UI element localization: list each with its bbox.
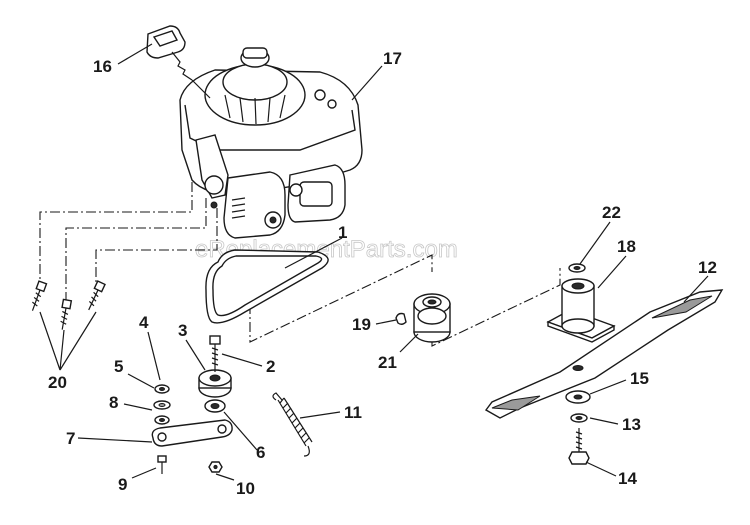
leader-22 bbox=[579, 221, 611, 265]
blade-washer bbox=[565, 390, 591, 404]
callout-12: 12 bbox=[698, 258, 717, 277]
callout-19: 19 bbox=[352, 315, 371, 334]
callout-14: 14 bbox=[618, 469, 637, 488]
callout-20: 20 bbox=[48, 373, 67, 392]
mower-blade bbox=[484, 289, 724, 419]
adapter-retainer bbox=[568, 263, 586, 273]
leader-12 bbox=[683, 275, 709, 303]
leader-6 bbox=[223, 411, 258, 451]
blade-bolt bbox=[568, 428, 590, 465]
pulley-key bbox=[395, 312, 407, 325]
idler-spring bbox=[272, 392, 313, 457]
mount-line-1 bbox=[39, 182, 193, 283]
callout-10: 10 bbox=[236, 479, 255, 498]
callout-11: 11 bbox=[344, 403, 362, 422]
callout-3: 3 bbox=[178, 321, 187, 340]
callout-18: 18 bbox=[617, 237, 636, 256]
leader-16 bbox=[117, 43, 153, 65]
lock-washer bbox=[570, 413, 588, 423]
engine-pulley bbox=[413, 293, 451, 343]
leader-21 bbox=[399, 333, 419, 353]
washer-stack bbox=[153, 384, 171, 425]
leader-4 bbox=[147, 331, 161, 381]
mount-line-3 bbox=[95, 208, 218, 282]
callout-16: 16 bbox=[93, 57, 112, 76]
leader-17 bbox=[351, 65, 383, 101]
idler-pulley bbox=[198, 369, 232, 413]
callout-9: 9 bbox=[118, 475, 127, 494]
adapter-align-line bbox=[431, 268, 561, 347]
leader-5 bbox=[127, 373, 155, 389]
callout-13: 13 bbox=[622, 415, 641, 434]
callout-7: 7 bbox=[66, 429, 75, 448]
mount-line-2 bbox=[65, 198, 207, 300]
leader-3 bbox=[185, 339, 206, 371]
callout-1: 1 bbox=[338, 223, 347, 242]
callout-2: 2 bbox=[266, 357, 275, 376]
callout-17: 17 bbox=[383, 49, 402, 68]
leader-9 bbox=[131, 467, 157, 479]
leader-14 bbox=[585, 461, 617, 477]
starter-handle bbox=[146, 25, 211, 99]
arm-bolt bbox=[157, 455, 167, 474]
leader-11 bbox=[299, 411, 341, 419]
engine-mount-bolts bbox=[31, 280, 106, 330]
leader-18 bbox=[597, 255, 627, 289]
callout-21: 21 bbox=[378, 353, 397, 372]
callout-8: 8 bbox=[109, 393, 118, 412]
leader-13 bbox=[589, 417, 619, 425]
leader-7 bbox=[77, 437, 153, 443]
leader-15 bbox=[589, 379, 627, 395]
leader-19 bbox=[375, 319, 397, 325]
v-belt bbox=[205, 249, 329, 324]
idler-arm bbox=[151, 419, 233, 447]
arm-nut bbox=[208, 461, 223, 473]
leader-8 bbox=[123, 403, 153, 411]
leader-10 bbox=[215, 473, 235, 481]
leader-1 bbox=[284, 237, 343, 269]
leader-2 bbox=[221, 353, 263, 367]
pulley-bolt bbox=[209, 335, 221, 372]
callout-4: 4 bbox=[139, 313, 149, 332]
engine-assembly bbox=[179, 47, 363, 239]
callout-15: 15 bbox=[630, 369, 649, 388]
blade-adapter bbox=[546, 278, 616, 343]
callout-22: 22 bbox=[602, 203, 621, 222]
leader-20 bbox=[39, 311, 97, 371]
callout-5: 5 bbox=[114, 357, 123, 376]
callout-6: 6 bbox=[256, 443, 265, 462]
